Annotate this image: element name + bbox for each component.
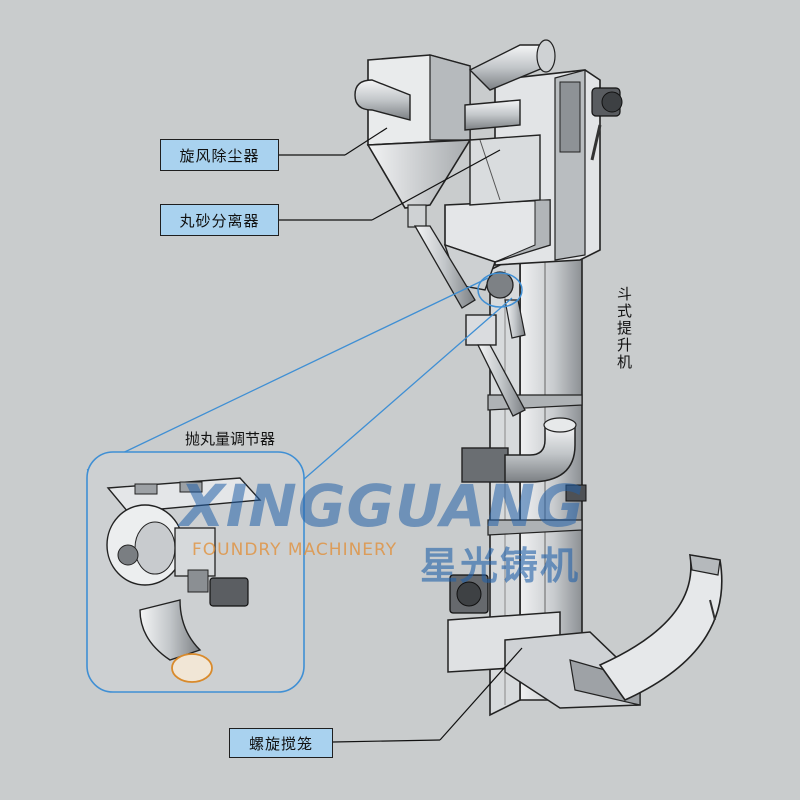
label-shot-flow-regulator: 抛丸量调节器	[185, 430, 276, 448]
label-screw-conveyor: 螺旋搅笼	[229, 728, 333, 758]
leader-lines	[279, 127, 523, 743]
watermark-brand-sub: FOUNDRY MACHINERY	[192, 540, 398, 560]
label-bucket-elevator: 斗式提升机	[615, 286, 633, 371]
return-chute	[413, 225, 526, 417]
watermark-brand-cn: 星光铸机	[420, 544, 581, 588]
watermark-brand-latin: XINGGUANG	[180, 472, 585, 540]
mid-elbow	[461, 417, 587, 502]
cyclone-dust-collector	[354, 39, 556, 228]
label-shot-sand-separator: 丸砂分离器	[160, 204, 279, 236]
label-cyclone-dust-collector: 旋风除尘器	[160, 139, 279, 171]
screw-conveyor	[447, 554, 723, 709]
regulator-detail-drawing	[106, 477, 262, 683]
